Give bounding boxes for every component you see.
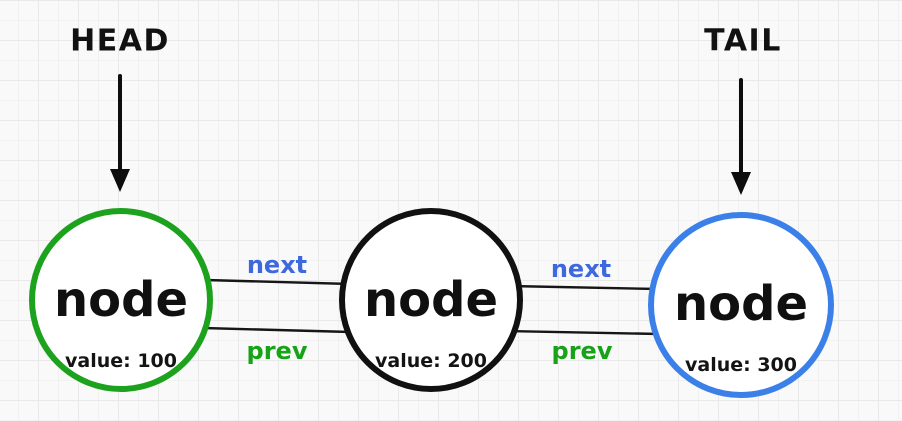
prev-label-1: prev	[246, 337, 308, 365]
tail-label: TAIL	[704, 23, 782, 59]
head-arrow-head	[110, 169, 130, 192]
node-circle-tail: node value: 300	[648, 212, 834, 398]
next-pointer-line-2	[508, 284, 659, 291]
tail-arrow-head	[731, 172, 751, 195]
prev-label-2: prev	[551, 337, 613, 365]
next-label-1: next	[246, 251, 308, 279]
node-circle-middle: node value: 200	[339, 208, 523, 392]
prev-pointer-line-1	[202, 326, 352, 334]
node-label: node	[363, 272, 499, 328]
node-value: value: 300	[684, 354, 798, 376]
node-value: value: 200	[374, 350, 488, 372]
next-label-2: next	[550, 255, 612, 283]
node-label: node	[673, 276, 809, 332]
head-label: HEAD	[70, 23, 170, 59]
node-label: node	[53, 272, 189, 328]
next-pointer-line-1	[204, 278, 352, 286]
node-value: value: 100	[64, 350, 178, 372]
node-circle-head: node value: 100	[29, 208, 213, 392]
prev-pointer-line-2	[506, 329, 661, 336]
